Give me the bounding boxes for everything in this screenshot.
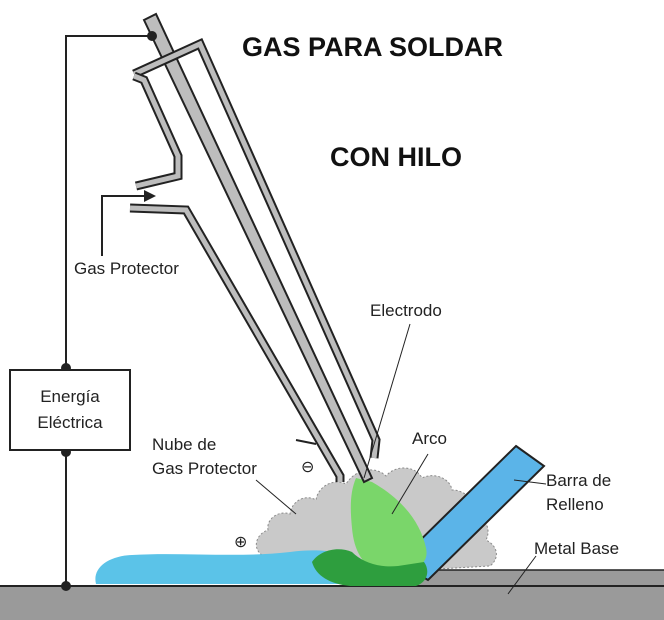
label-gas-protector: Gas Protector	[74, 259, 179, 278]
label-electrodo: Electrodo	[370, 301, 442, 320]
diagram-title: GAS PARA SOLDAR	[242, 32, 503, 62]
base-metal-plate	[0, 570, 664, 620]
minus-sign-icon: ⊖	[301, 457, 314, 476]
weld-bead	[312, 549, 428, 586]
label-arco: Arco	[412, 429, 447, 448]
wire-junction-top	[147, 31, 157, 41]
diagram-subtitle: CON HILO	[330, 142, 462, 172]
label-barra-line2: Relleno	[546, 495, 604, 514]
leader-metal-base	[507, 555, 537, 595]
nozzle-tip-left	[295, 439, 317, 445]
label-nube-line2: Gas Protector	[152, 459, 257, 478]
wire-junction-ground	[61, 581, 71, 591]
power-source-box	[9, 369, 131, 451]
nozzle-inner-wall	[132, 71, 183, 191]
power-wire-top	[65, 35, 152, 370]
label-energia-line1: Energía	[40, 387, 100, 406]
plus-sign-icon: ⊕	[234, 532, 247, 551]
label-barra-line1: Barra de	[546, 471, 611, 490]
label-energia-line2: Eléctrica	[37, 413, 103, 432]
leader-arco	[391, 453, 429, 515]
nozzle-outer-wall-inner	[132, 40, 379, 459]
label-metal-base: Metal Base	[534, 539, 619, 558]
arc	[350, 478, 427, 573]
leader-barra	[513, 479, 547, 485]
electrode-wire	[142, 12, 374, 484]
leader-nube	[255, 479, 297, 515]
label-nube-line1: Nube de	[152, 435, 216, 454]
filler-rod	[396, 444, 546, 582]
leader-electrodo	[363, 323, 411, 479]
gas-inlet-arrowhead	[144, 190, 156, 202]
nozzle-lower-wall-fill	[129, 205, 343, 482]
nozzle-inner-wall-fill	[133, 73, 181, 189]
gas-inlet-arrow	[101, 195, 146, 256]
